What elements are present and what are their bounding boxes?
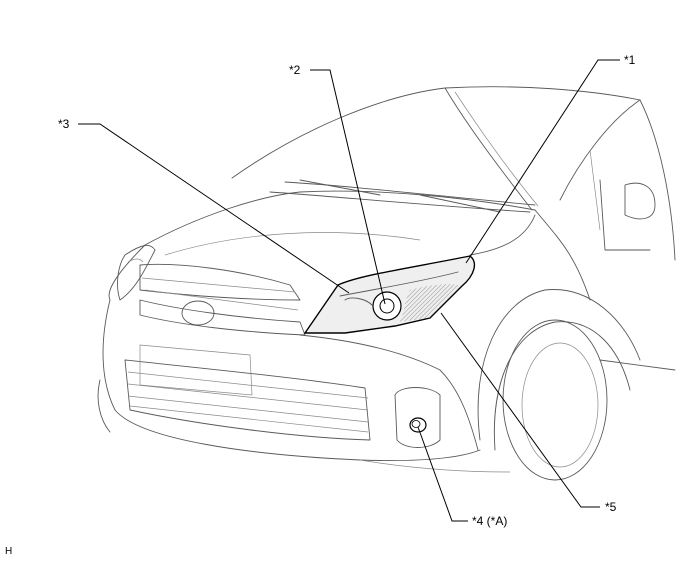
callout-label-3: *3 <box>58 117 70 131</box>
callout-label-1: *1 <box>624 53 636 67</box>
headlight-assembly <box>303 255 476 334</box>
projector-lens <box>372 291 402 321</box>
leader-line-5 <box>440 312 600 508</box>
leader-line-2 <box>310 69 386 305</box>
callout-label-2: *2 <box>289 63 301 77</box>
leader-lines <box>78 59 620 522</box>
leader-line-3 <box>78 123 350 294</box>
callout-label-5: *5 <box>605 500 617 514</box>
car-body-outline <box>97 86 676 481</box>
corner-mark: H <box>5 546 13 557</box>
leader-line-1 <box>465 59 620 264</box>
fog-lamp <box>409 417 427 433</box>
leader-line-4 <box>417 426 468 522</box>
callout-label-4: *4 (*A) <box>472 514 508 528</box>
